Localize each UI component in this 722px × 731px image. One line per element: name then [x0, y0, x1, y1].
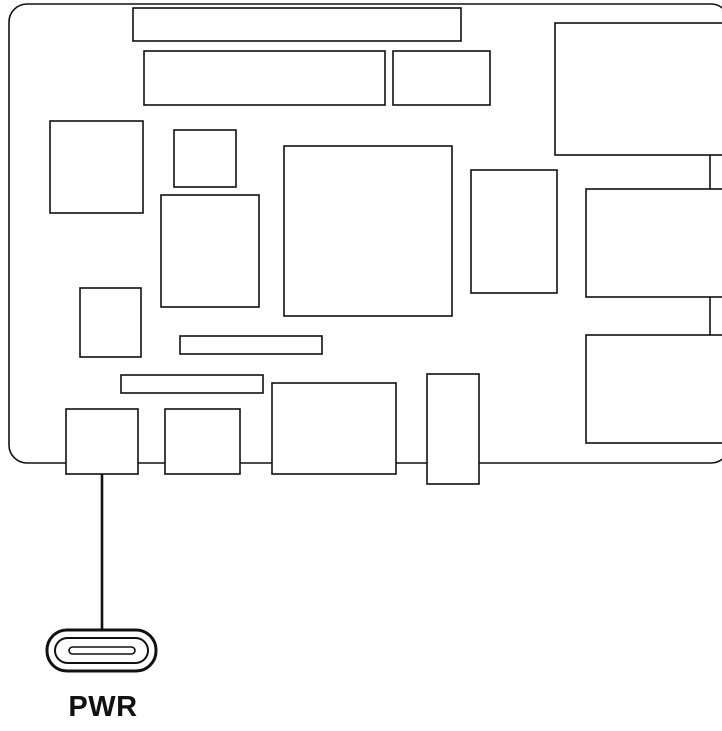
header-block-right: [392, 50, 491, 106]
small-chip: [173, 129, 237, 188]
ram-chip: [160, 194, 260, 308]
ethernet-port: [554, 22, 722, 156]
usb-c-power-port: [65, 408, 139, 475]
usb-c-icon: [45, 628, 158, 673]
camera-connector: [120, 374, 264, 394]
usb-port-lower: [585, 334, 722, 444]
micro-hdmi-port-0: [164, 408, 241, 475]
gpio-header: [132, 7, 462, 42]
usb-controller-chip: [470, 169, 558, 294]
power-label: PWR: [68, 691, 138, 723]
audio-jack: [426, 373, 480, 485]
soc-chip: [283, 145, 453, 317]
micro-hdmi-port-1: [271, 382, 397, 475]
wireless-module: [49, 120, 144, 214]
header-block-left: [143, 50, 386, 106]
pmic-chip: [79, 287, 142, 358]
display-connector: [179, 335, 323, 355]
usb-port-upper: [585, 188, 722, 298]
